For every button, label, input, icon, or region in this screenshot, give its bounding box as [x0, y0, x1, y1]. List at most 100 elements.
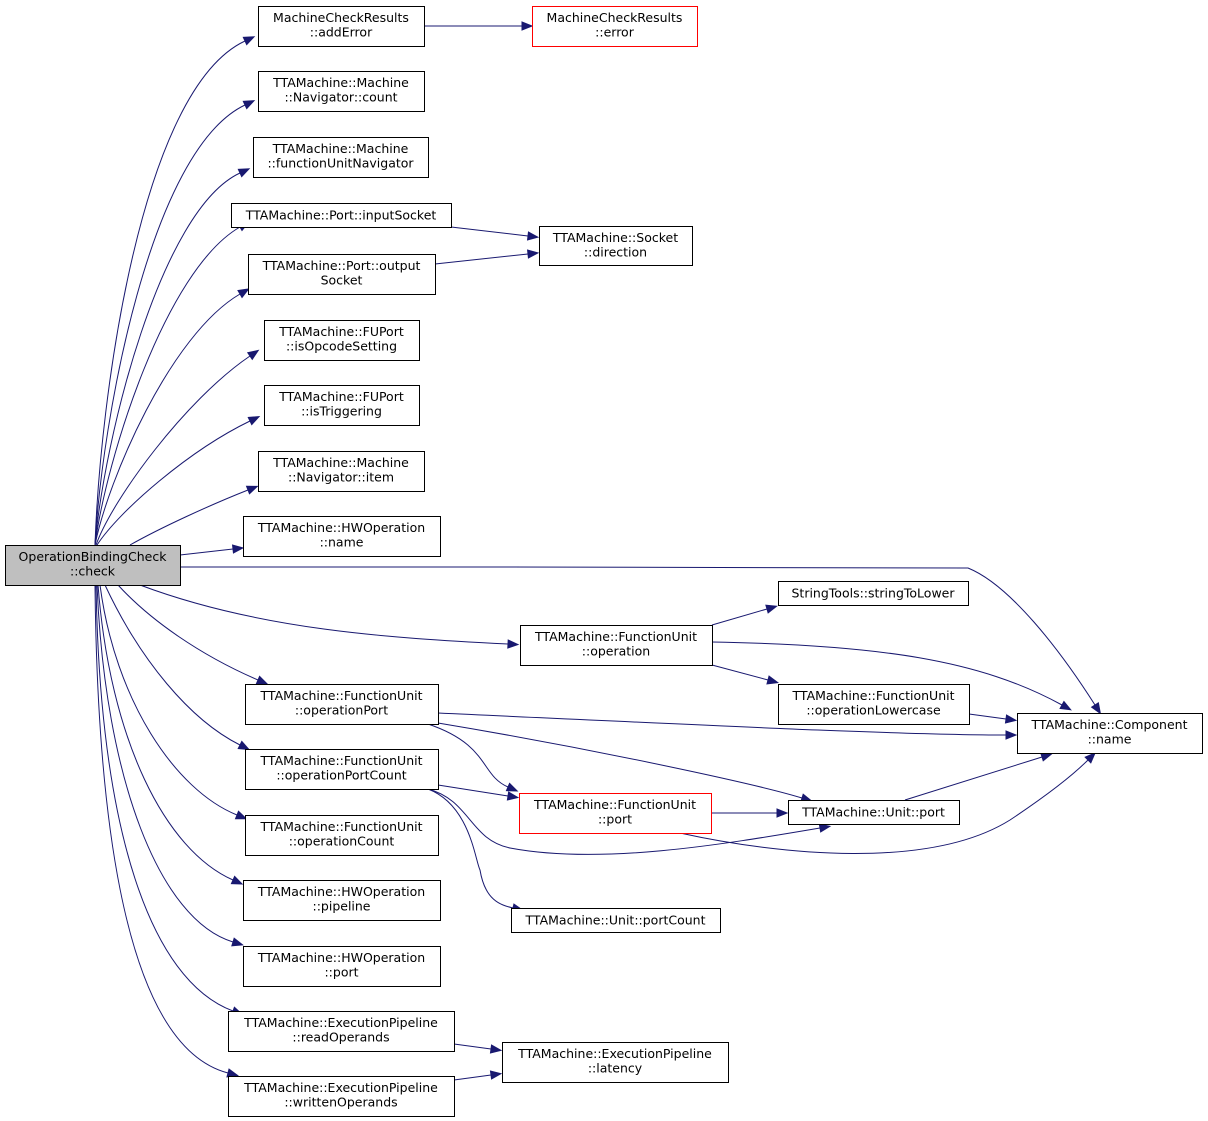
node-fuPort[interactable]: TTAMachine::FunctionUnit::port — [519, 793, 712, 834]
edge-root-to-fuOpCount — [99, 584, 248, 820]
node-epLatency[interactable]: TTAMachine::ExecutionPipeline::latency — [502, 1042, 729, 1083]
node-isTrig[interactable]: TTAMachine::FUPort::isTriggering — [264, 385, 420, 426]
node-box[interactable] — [520, 625, 713, 666]
node-label-line1: TTAMachine::HWOperation — [257, 884, 425, 899]
arrowhead-icon — [507, 639, 520, 649]
edges-layer — [94, 21, 1102, 1081]
node-box[interactable] — [502, 1042, 729, 1083]
node-compName[interactable]: TTAMachine::Component::name — [1017, 713, 1203, 754]
node-navCount[interactable]: TTAMachine::Machine::Navigator::count — [258, 71, 425, 112]
node-box[interactable] — [1017, 713, 1203, 754]
node-box[interactable] — [258, 451, 425, 492]
edge-line — [117, 584, 259, 681]
node-hwName[interactable]: TTAMachine::HWOperation::name — [243, 516, 441, 557]
node-fuNav[interactable]: TTAMachine::Machine::functionUnitNavigat… — [253, 137, 429, 178]
node-fuOpCount[interactable]: TTAMachine::FunctionUnit::operationCount — [245, 815, 439, 856]
arrowhead-icon — [1059, 700, 1072, 711]
node-hwPipeline[interactable]: TTAMachine::HWOperation::pipeline — [243, 880, 441, 921]
node-box[interactable] — [231, 203, 452, 228]
node-box[interactable] — [5, 545, 181, 586]
node-box[interactable] — [264, 385, 420, 426]
edge-outputSocket-to-sockDir — [434, 249, 540, 265]
node-label-line2: ::addError — [310, 25, 373, 40]
edge-fuOpPort-to-compName — [437, 712, 1018, 740]
node-label-line1: TTAMachine::Component — [1031, 717, 1188, 732]
edge-line — [139, 584, 509, 645]
node-epRead[interactable]: TTAMachine::ExecutionPipeline::readOpera… — [228, 1011, 455, 1052]
node-box[interactable] — [532, 6, 698, 47]
node-box[interactable] — [228, 1076, 455, 1117]
node-inputSocket[interactable]: TTAMachine::Port::inputSocket — [231, 203, 452, 228]
edge-line — [437, 784, 509, 797]
arrowhead-icon — [1040, 752, 1053, 762]
node-label-line1: TTAMachine::FUPort — [278, 389, 404, 404]
edge-line — [94, 293, 241, 546]
arrowhead-icon — [231, 937, 244, 947]
node-box[interactable] — [243, 946, 441, 987]
node-box[interactable] — [264, 320, 420, 361]
node-strLower[interactable]: StringTools::stringToLower — [778, 581, 969, 606]
node-unitPortCount[interactable]: TTAMachine::Unit::portCount — [511, 908, 721, 933]
node-isOpcode[interactable]: TTAMachine::FUPort::isOpcodeSetting — [264, 320, 420, 361]
node-addError[interactable]: MachineCheckResults::addError — [258, 6, 425, 47]
node-box[interactable] — [258, 6, 425, 47]
node-label-line1: TTAMachine::FunctionUnit — [260, 753, 423, 768]
node-box[interactable] — [245, 815, 439, 856]
edge-epWritten-to-epLatency — [453, 1070, 503, 1081]
edge-line — [94, 172, 241, 546]
arrowhead-icon — [1084, 751, 1097, 764]
node-box[interactable] — [253, 137, 429, 178]
arrowhead-icon — [242, 36, 256, 46]
edge-line — [711, 641, 1063, 706]
node-sockDir[interactable]: TTAMachine::Socket::direction — [539, 226, 693, 266]
edge-line — [450, 226, 529, 237]
node-label-line2: ::direction — [584, 245, 647, 260]
edge-root-to-addError — [94, 36, 256, 546]
node-label-line2: ::writtenOperands — [284, 1095, 397, 1110]
edge-inputSocket-to-sockDir — [450, 226, 540, 241]
node-label-line1: TTAMachine::ExecutionPipeline — [517, 1046, 712, 1061]
node-root[interactable]: OperationBindingCheck::check — [5, 545, 181, 586]
node-fuOpPortCount[interactable]: TTAMachine::FunctionUnit::operationPortC… — [245, 749, 439, 790]
node-label-line1: TTAMachine::Unit::port — [801, 805, 945, 820]
node-box[interactable] — [245, 749, 439, 790]
node-fuOpPort[interactable]: TTAMachine::FunctionUnit::operationPort — [245, 684, 439, 725]
node-box[interactable] — [778, 581, 969, 606]
node-label-line1: TTAMachine::Machine — [272, 141, 409, 156]
edge-fuPort-to-unitPort — [711, 808, 789, 818]
edge-line — [453, 1043, 492, 1050]
node-navItem[interactable]: TTAMachine::Machine::Navigator::item — [258, 451, 425, 492]
node-fuOperation[interactable]: TTAMachine::FunctionUnit::operation — [520, 625, 713, 666]
node-box[interactable] — [778, 684, 970, 725]
node-box[interactable] — [243, 880, 441, 921]
edge-root-to-isTrig — [96, 416, 261, 546]
node-box[interactable] — [511, 908, 721, 933]
node-box[interactable] — [228, 1011, 455, 1052]
node-label-line2: Socket — [321, 273, 363, 288]
arrowhead-icon — [489, 1044, 503, 1054]
edge-fuOpLower-to-compName — [968, 713, 1018, 724]
edge-fuOpPort-to-unitPort — [437, 722, 813, 803]
node-fuOpLower[interactable]: TTAMachine::FunctionUnit::operationLower… — [778, 684, 970, 725]
node-error[interactable]: MachineCheckResults::error — [532, 6, 698, 47]
edge-line — [94, 40, 246, 546]
edge-line — [179, 566, 1096, 706]
node-unitPort[interactable]: TTAMachine::Unit::port — [788, 800, 960, 825]
arrowhead-icon — [526, 231, 540, 241]
edge-root-to-fuOpPortCount — [104, 584, 251, 751]
arrowhead-icon — [1090, 702, 1102, 715]
node-box[interactable] — [245, 684, 439, 725]
node-box[interactable] — [519, 793, 712, 834]
node-hwPort[interactable]: TTAMachine::HWOperation::port — [243, 946, 441, 987]
edge-line — [94, 104, 246, 546]
node-label-line2: ::operationCount — [289, 834, 395, 849]
node-box[interactable] — [243, 516, 441, 557]
node-box[interactable] — [248, 254, 436, 295]
edge-line — [427, 723, 509, 788]
edge-root-to-fuNav — [94, 168, 251, 546]
node-epWritten[interactable]: TTAMachine::ExecutionPipeline::writtenOp… — [228, 1076, 455, 1117]
node-box[interactable] — [788, 800, 960, 825]
node-box[interactable] — [258, 71, 425, 112]
node-box[interactable] — [539, 226, 693, 266]
